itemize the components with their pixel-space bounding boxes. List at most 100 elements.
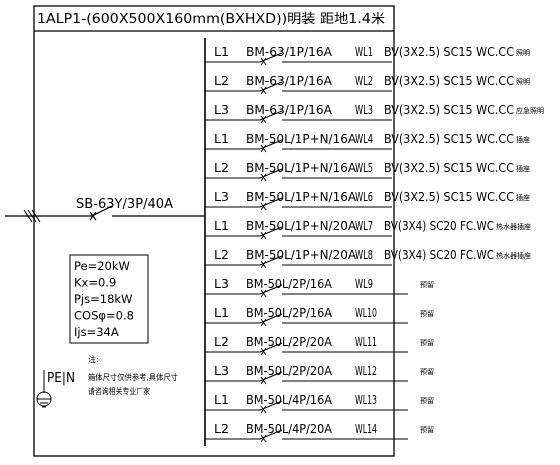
circuit-breaker: BM-50L/2P/16A <box>246 276 332 291</box>
circuit-breaker: BM-63/1P/16A <box>246 73 332 88</box>
parameter-value: Pe=20kW <box>74 259 130 273</box>
circuit-breaker: BM-50L/2P/16A <box>246 305 332 320</box>
circuit-cable: BV(3X2.5) SC15 WC.CC <box>384 73 514 88</box>
circuit-use: 预留 <box>420 396 434 405</box>
circuit-breaker: BM-63/1P/16A <box>246 44 332 59</box>
circuit-use: 插座 <box>516 135 530 144</box>
circuit-breaker: BM-50L/1P+N/20A <box>246 218 356 233</box>
circuit-row: L2 BM-50L/4P/20A WL14 预留 <box>205 421 434 443</box>
breaker-cross <box>260 57 267 66</box>
note-line-2: 请咨询相关专业厂家 <box>88 386 150 396</box>
circuit-id: WL11 <box>355 334 377 349</box>
circuit-cable: BV(3X4) SC20 FC.WC <box>384 247 494 262</box>
breaker-cross <box>260 405 267 414</box>
incoming-breaker-label: SB-63Y/3P/40A <box>76 197 173 212</box>
circuit-use: 热水器插座 <box>496 251 531 260</box>
circuit-use: 应急照明 <box>516 106 544 115</box>
breaker-cross <box>260 260 267 269</box>
circuit-cable: BV(3X4) SC20 FC.WC <box>384 218 494 233</box>
circuit-phase: L2 <box>214 160 229 175</box>
circuit-breaker: BM-50L/4P/20A <box>246 421 332 436</box>
circuit-phase: L2 <box>214 247 229 262</box>
parameter-value: Pjs=18kW <box>74 292 132 306</box>
breaker-cross <box>260 347 267 356</box>
breaker-cross <box>260 376 267 385</box>
breaker-cross <box>260 144 267 153</box>
circuit-id: WL14 <box>355 421 377 436</box>
circuit-id: WL12 <box>355 363 377 378</box>
circuit-cable: BV(3X2.5) SC15 WC.CC <box>384 160 514 175</box>
circuit-breaker: BM-50L/4P/16A <box>246 392 332 407</box>
circuit-use: 插座 <box>516 193 530 202</box>
circuit-cable: BV(3X2.5) SC15 WC.CC <box>384 189 514 204</box>
circuit-breaker: BM-63/1P/16A <box>246 102 332 117</box>
parameter-value: Kx=0.9 <box>74 276 116 290</box>
circuit-breaker: BM-50L/1P+N/16A <box>246 131 356 146</box>
circuit-use: 预留 <box>420 309 434 318</box>
breaker-cross <box>260 434 267 443</box>
circuit-use: 照明 <box>516 49 530 57</box>
breaker-cross <box>260 289 267 298</box>
circuit-id: WL8 <box>355 247 373 262</box>
panel-enclosure <box>33 5 395 457</box>
breaker-cross <box>260 318 267 327</box>
ground-symbol <box>36 370 52 408</box>
parameter-value: COSφ=0.8 <box>74 309 134 323</box>
circuit-use: 热水器插座 <box>496 222 531 231</box>
circuit-breaker: BM-50L/1P+N/16A <box>246 160 356 175</box>
circuit-phase: L3 <box>214 363 229 378</box>
circuit-phase: L2 <box>214 421 229 436</box>
circuit-phase: L3 <box>214 102 229 117</box>
breaker-cross <box>260 173 267 182</box>
circuit-use: 预留 <box>420 425 434 434</box>
circuit-phase: L3 <box>214 189 229 204</box>
circuit-row: L1 BM-50L/4P/16A WL13 预留 <box>205 392 434 414</box>
circuit-breaker: BM-50L/1P+N/20A <box>246 247 356 262</box>
circuit-id: WL5 <box>355 160 373 175</box>
circuit-phase: L1 <box>214 305 229 320</box>
breaker-cross <box>260 202 267 211</box>
circuit-id: WL13 <box>355 392 377 407</box>
circuit-id: WL9 <box>355 276 373 291</box>
circuit-id: WL2 <box>355 73 373 88</box>
circuit-id: WL1 <box>355 44 373 59</box>
circuit-breaker: BM-50L/1P+N/16A <box>246 189 356 204</box>
circuit-cable: BV(3X2.5) SC15 WC.CC <box>384 44 514 59</box>
circuit-use: 预留 <box>420 367 434 376</box>
note-line-1: 箱体尺寸仅供参考,具体尺寸 <box>88 372 178 382</box>
parameters-box <box>69 254 149 344</box>
note-title: 注: <box>88 354 99 364</box>
circuit-phase: L1 <box>214 392 229 407</box>
circuit-use: 照明 <box>516 78 530 86</box>
circuit-use: 预留 <box>420 338 434 347</box>
parameter-value: Ijs=34A <box>74 325 119 339</box>
circuit-phase: L1 <box>214 44 229 59</box>
incoming-breaker-contact <box>91 205 113 217</box>
circuit-id: WL4 <box>355 131 373 146</box>
circuit-phase: L1 <box>214 218 229 233</box>
circuit-use: 插座 <box>516 164 530 173</box>
circuit-id: WL3 <box>355 102 373 117</box>
circuit-phase: L1 <box>214 131 229 146</box>
circuit-phase: L3 <box>214 276 229 291</box>
circuit-phase: L2 <box>214 73 229 88</box>
panel-title: 1ALP1-(600X500X160mm(BXHXD))明装 距地1.4米 <box>37 12 385 27</box>
circuit-breaker: BM-50L/2P/20A <box>246 334 332 349</box>
circuit-cable: BV(3X2.5) SC15 WC.CC <box>384 131 514 146</box>
ground-label: PE|N <box>47 371 75 386</box>
circuit-id: WL7 <box>355 218 373 233</box>
breaker-cross <box>260 115 267 124</box>
